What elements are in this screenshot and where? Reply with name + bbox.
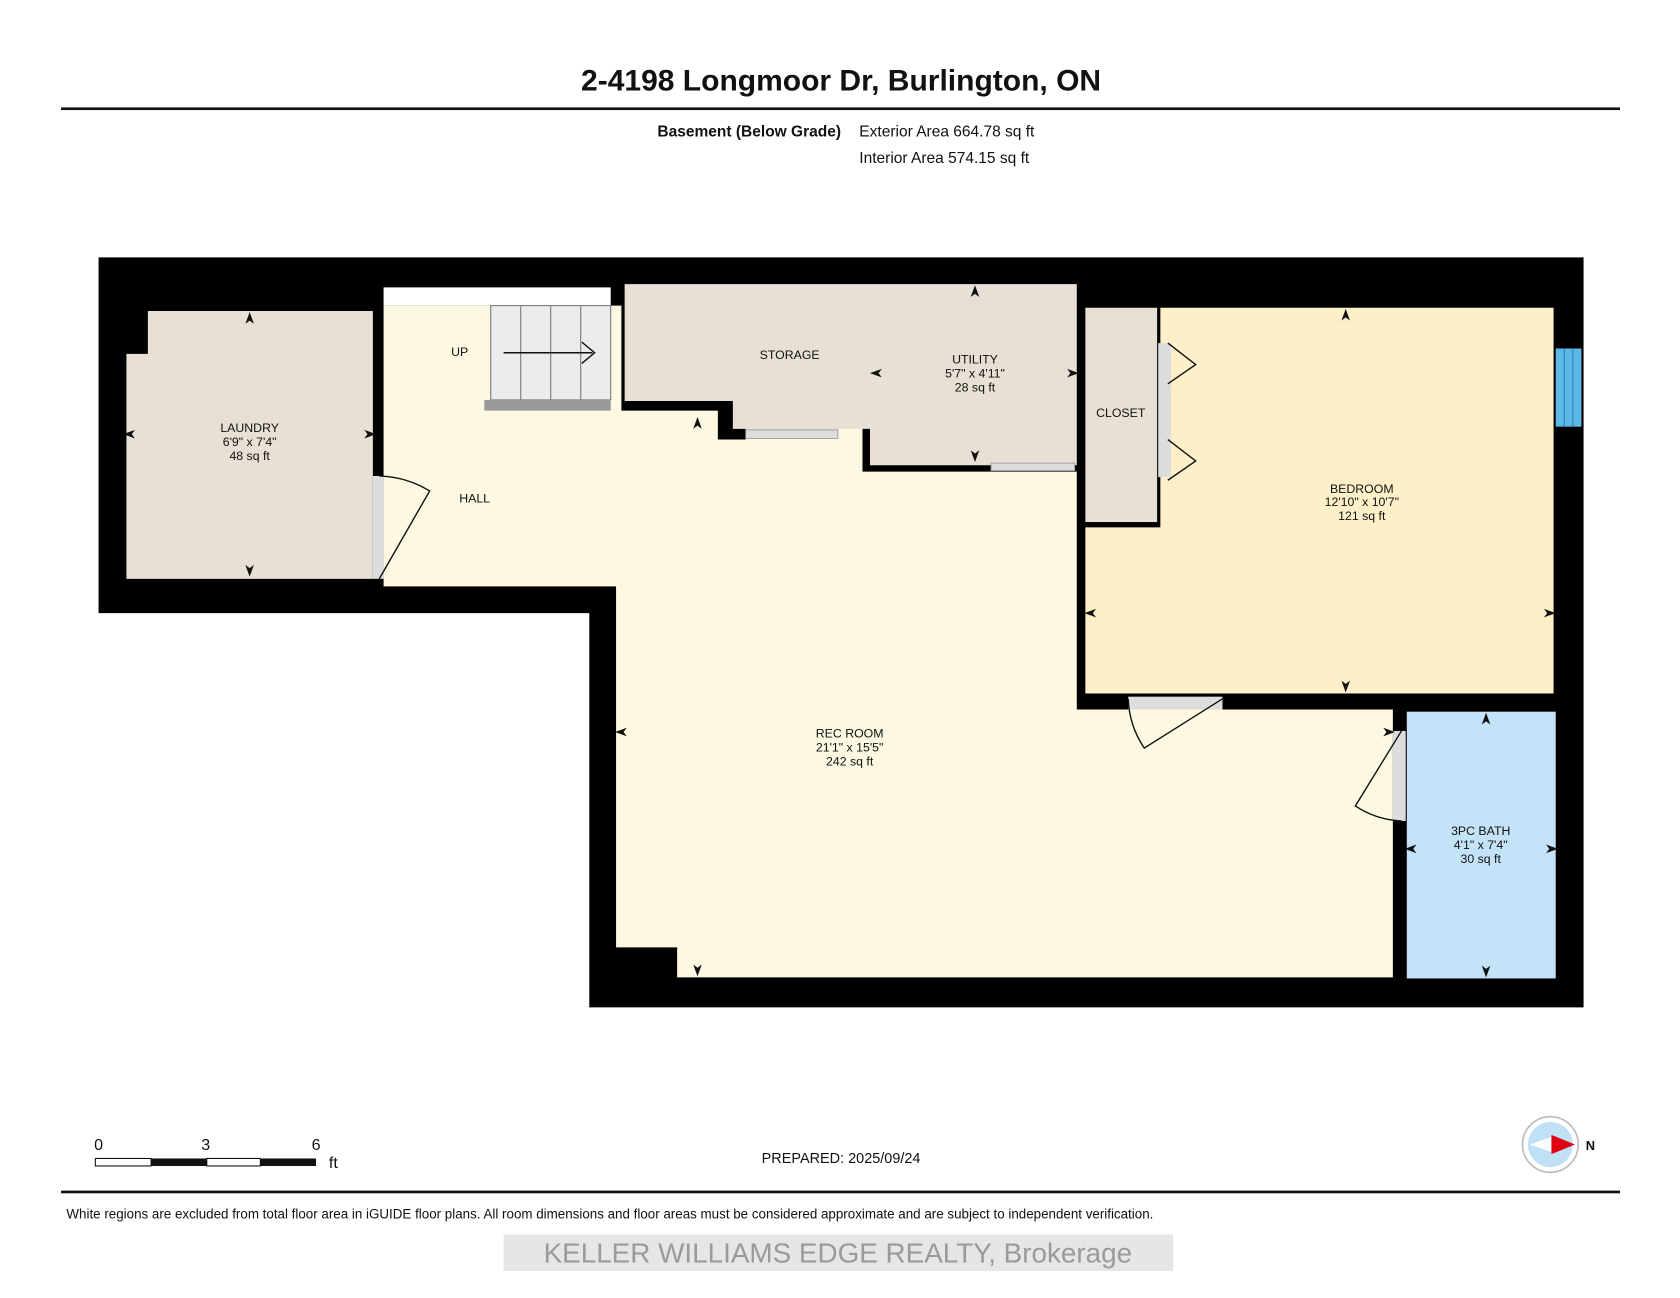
dimension-arrows <box>123 285 1558 978</box>
closet-doors <box>1158 343 1172 478</box>
page-title: 2-4198 Longmoor Dr, Burlington, ON <box>581 64 1101 97</box>
closet-label: CLOSET <box>1096 406 1146 420</box>
stairs-up-label: UP <box>451 345 468 359</box>
room-rec-room-hall <box>383 305 1393 978</box>
bath-dims: 4'1" x 7'4" <box>1454 838 1508 852</box>
dimension-arrow-icon <box>693 417 702 429</box>
storage-label: STORAGE <box>760 348 820 362</box>
utility-label: UTILITY <box>952 352 998 366</box>
dimension-arrow-icon <box>123 429 135 439</box>
room-bedroom <box>1085 307 1554 694</box>
rec-room-area: 242 sq ft <box>826 754 874 768</box>
dimension-arrow-icon <box>1067 368 1079 378</box>
dimension-arrow-icon <box>1383 727 1395 737</box>
laundry-area: 48 sq ft <box>229 449 270 463</box>
dimension-arrow-icon <box>970 285 980 298</box>
sliding-door <box>990 462 1076 472</box>
dimension-arrow-icon <box>364 429 377 439</box>
utility-dims: 5'7" x 4'11" <box>945 366 1005 380</box>
scale-tick-0: 0 <box>94 1136 103 1154</box>
scale-tick-3: 3 <box>201 1136 210 1154</box>
window <box>1555 348 1582 427</box>
bath-area: 30 sq ft <box>1461 852 1502 866</box>
bedroom-label: BEDROOM <box>1330 482 1394 496</box>
compass-icon <box>1521 1115 1580 1174</box>
rec-room-label: REC ROOM <box>816 726 884 740</box>
scale-tick-6: 6 <box>312 1136 321 1154</box>
sliding-door <box>745 429 839 439</box>
dimension-arrow-icon <box>1481 965 1491 978</box>
footer-divider <box>61 1190 1621 1194</box>
dimension-arrow-icon <box>1084 608 1097 618</box>
dimension-arrow-icon <box>970 450 980 463</box>
dimension-arrow-icon <box>1404 844 1417 854</box>
dimension-arrow-icon <box>615 727 627 737</box>
interior-area: Interior Area 574.15 sq ft <box>859 150 1030 167</box>
laundry-dims: 6'9" x 7'4" <box>223 435 277 449</box>
door-swing <box>1127 698 1223 750</box>
scale-bar <box>94 1157 317 1167</box>
rec-room-dims: 21'1" x 15'5" <box>816 740 884 754</box>
door-swing <box>378 475 431 580</box>
stairs <box>484 305 612 411</box>
bath-door <box>1392 730 1406 821</box>
utility-area: 28 sq ft <box>955 380 996 394</box>
dimension-arrow-icon <box>245 564 254 577</box>
watermark-box <box>503 1234 1174 1271</box>
dimension-arrow-icon <box>1546 844 1558 854</box>
dimension-arrow-icon <box>1481 712 1491 725</box>
dimension-arrow-icon <box>1341 680 1350 693</box>
bedroom-area: 121 sq ft <box>1338 509 1386 523</box>
bedroom-door <box>1128 696 1223 710</box>
header-divider <box>61 107 1621 111</box>
dimension-arrow-icon <box>1341 308 1350 321</box>
room-laundry <box>126 310 373 579</box>
disclaimer: White regions are excluded from total fl… <box>66 1206 1153 1221</box>
watermark: KELLER WILLIAMS EDGE REALTY, Brokerage <box>544 1237 1133 1268</box>
closet-door-swing <box>1167 438 1197 481</box>
door-swing <box>1354 730 1403 822</box>
dimension-arrow-icon <box>245 312 254 324</box>
scale-unit: ft <box>329 1154 338 1172</box>
dimension-arrow-icon <box>1543 608 1556 618</box>
stair-arrow-icon <box>581 341 596 364</box>
closet-door-swing <box>1167 342 1197 385</box>
compass-north-label: N <box>1586 1138 1595 1153</box>
laundry-label: LAUNDRY <box>220 421 279 435</box>
stair-opening <box>383 287 611 306</box>
room-storage-utility <box>624 284 1077 466</box>
laundry-door <box>372 475 384 579</box>
floor-name: Basement (Below Grade) <box>657 123 841 140</box>
prepared-date: PREPARED: 2025/09/24 <box>762 1151 921 1167</box>
bath-label: 3PC BATH <box>1451 824 1510 838</box>
room-closet <box>1085 307 1158 523</box>
dimension-arrow-icon <box>870 368 882 378</box>
hall-label: HALL <box>459 492 490 506</box>
room-bath <box>1406 711 1556 979</box>
exterior-area: Exterior Area 664.78 sq ft <box>859 123 1035 140</box>
bedroom-dims: 12'10" x 10'7" <box>1325 495 1399 509</box>
dimension-arrow-icon <box>693 964 702 977</box>
